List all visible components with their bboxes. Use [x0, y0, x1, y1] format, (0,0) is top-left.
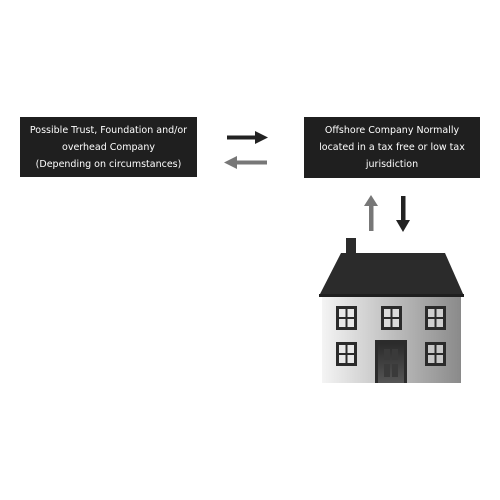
window-icon: [425, 342, 446, 366]
arrow-left-icon: [224, 156, 267, 169]
window-icon: [381, 306, 402, 330]
trust-box-line-1: Possible Trust, Foundation and/or: [29, 124, 188, 136]
arrow-up-icon: [364, 195, 378, 231]
window-icon: [336, 342, 357, 366]
arrow-down-icon: [396, 196, 410, 232]
house-icon: [319, 238, 464, 383]
trust-box-line-2: overhead Company: [62, 141, 155, 153]
offshore-box-line-3: jurisdiction: [365, 159, 419, 170]
offshore-box-line-1: Offshore Company Normally: [324, 125, 460, 136]
offshore-company-box: Offshore Company Normally located in a t…: [304, 117, 480, 178]
window-icon: [425, 306, 446, 330]
window-icon: [336, 306, 357, 330]
trust-foundation-box: Possible Trust, Foundation and/or overhe…: [20, 117, 197, 177]
trust-box-line-3: (Depending on circumstances): [35, 158, 182, 170]
door-icon: [375, 340, 407, 383]
offshore-box-line-2: located in a tax free or low tax: [319, 142, 465, 153]
arrow-right-icon: [227, 131, 268, 144]
